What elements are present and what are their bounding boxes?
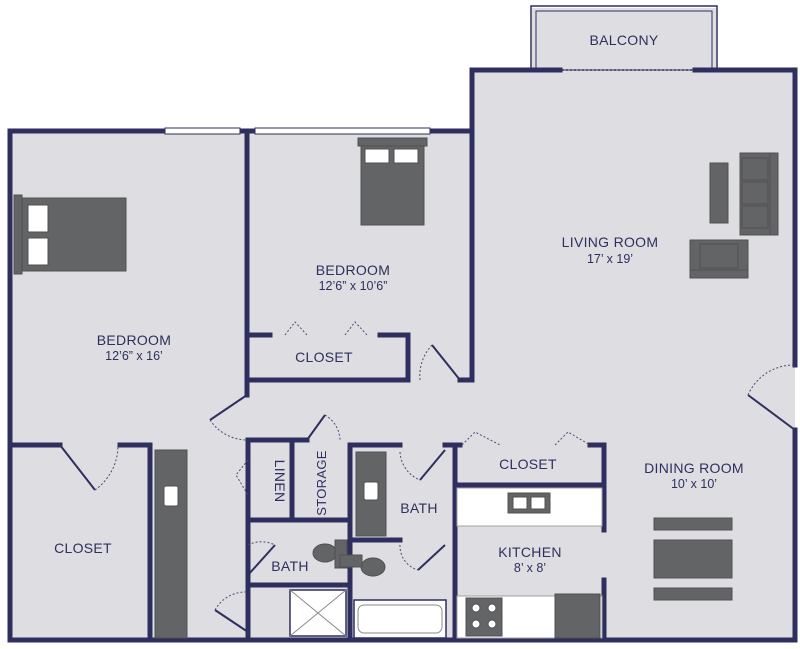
room-dims-dining-room: 10’ x 10’ [671, 477, 717, 491]
room-label-bedroom-main: BEDROOM [97, 332, 171, 348]
room-labels: BALCONY LIVING ROOM 17’ x 19’ BEDROOM 12… [54, 32, 744, 575]
room-label-closet-bedroom-main: CLOSET [54, 540, 112, 556]
room-label-bedroom-second: BEDROOM [316, 262, 390, 278]
toilet-icon [312, 543, 338, 563]
balcony-outline [530, 5, 718, 71]
room-label-linen: LINEN [272, 460, 288, 503]
sofa-icon [739, 152, 779, 236]
sink-icon [363, 481, 379, 501]
sink-icon [163, 485, 179, 507]
room-dims-bedroom-second: 12’6” x 10’6” [319, 279, 388, 293]
bed-icon [357, 137, 428, 226]
room-dims-living-room: 17’ x 19’ [587, 252, 633, 266]
room-label-bath-hall: BATH [271, 558, 309, 574]
room-label-storage: STORAGE [314, 450, 329, 515]
vanity-counter [154, 449, 188, 639]
fixtures [154, 449, 603, 639]
windows [164, 127, 431, 135]
stove-icon [465, 597, 503, 637]
interior-walls [7, 128, 607, 643]
room-label-living-room: LIVING ROOM [562, 234, 659, 250]
room-label-kitchen: KITCHEN [498, 544, 562, 560]
room-label-bath-master: BATH [400, 500, 438, 516]
room-dims-kitchen: 8’ x 8’ [514, 561, 546, 575]
room-dims-bedroom-main: 12’6” x 16’ [105, 349, 163, 363]
armchair-icon [689, 239, 749, 279]
room-label-closet-bedroom-second: CLOSET [295, 349, 353, 365]
dining-table-icon [653, 517, 733, 601]
toilet-tank [339, 554, 363, 568]
exterior-walls [7, 67, 798, 643]
refrigerator-icon [554, 593, 601, 639]
room-label-closet-kitchen: CLOSET [499, 456, 557, 472]
furniture [13, 137, 779, 601]
doors [59, 321, 796, 633]
room-label-dining-room: DINING ROOM [644, 460, 744, 476]
coffee-table-icon [709, 162, 729, 224]
bed-icon [13, 194, 127, 275]
toilet-icon [360, 557, 386, 577]
room-label-balcony: BALCONY [589, 32, 658, 48]
